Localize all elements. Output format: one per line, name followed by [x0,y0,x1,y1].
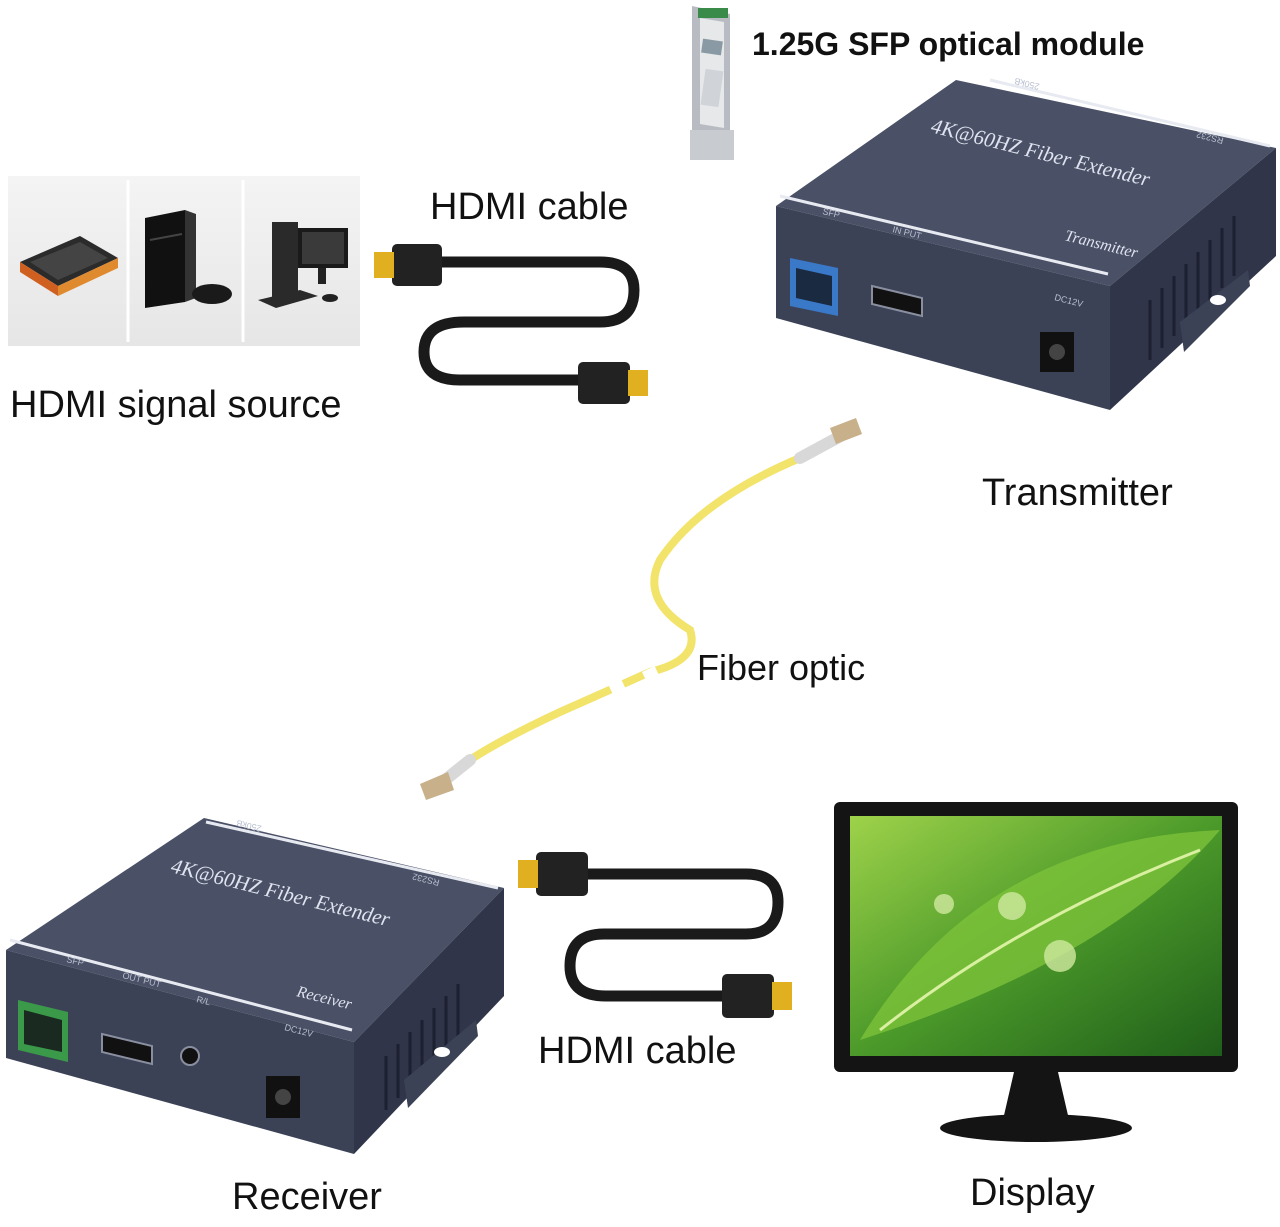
transmitter-hdmi-port [871,284,923,318]
display-monitor [834,802,1238,1142]
sfp-module-label: 1.25G SFP optical module [752,26,1145,62]
receiver-sfp-port-label: SFP [66,954,85,968]
receiver-hdmi-port [101,1032,153,1066]
receiver-device: 4K@60HZ Fiber Extender Receiver SFP OUT … [6,818,504,1154]
transmitter-rear-left-label: 250kB [1013,76,1040,92]
display-label: Display [970,1172,1095,1214]
desktop-computer-icon [258,222,348,308]
fiber-optic-cable [420,418,862,800]
receiver-audio-port [180,1046,200,1066]
set-top-box-icon [20,236,118,296]
hdmi-cable-bottom [518,852,792,1018]
sfp-module-image [690,6,734,160]
fiber-optic-label: Fiber optic [697,647,866,688]
signal-source-label: HDMI signal source [10,384,342,426]
hdmi-cable-top [374,244,648,404]
hdmi-cable-top-label: HDMI cable [430,186,629,228]
transmitter-sfp-port-label: SFP [822,206,841,220]
game-console-icon [145,210,232,308]
transmitter-label: Transmitter [982,472,1173,514]
receiver-audio-port-label: R/L [196,994,212,1007]
hdmi-signal-source-image [8,176,360,346]
hdmi-cable-bottom-label: HDMI cable [538,1030,737,1072]
receiver-label: Receiver [232,1176,382,1218]
transmitter-device: 4K@60HZ Fiber Extender Transmitter SFP I… [776,76,1276,410]
